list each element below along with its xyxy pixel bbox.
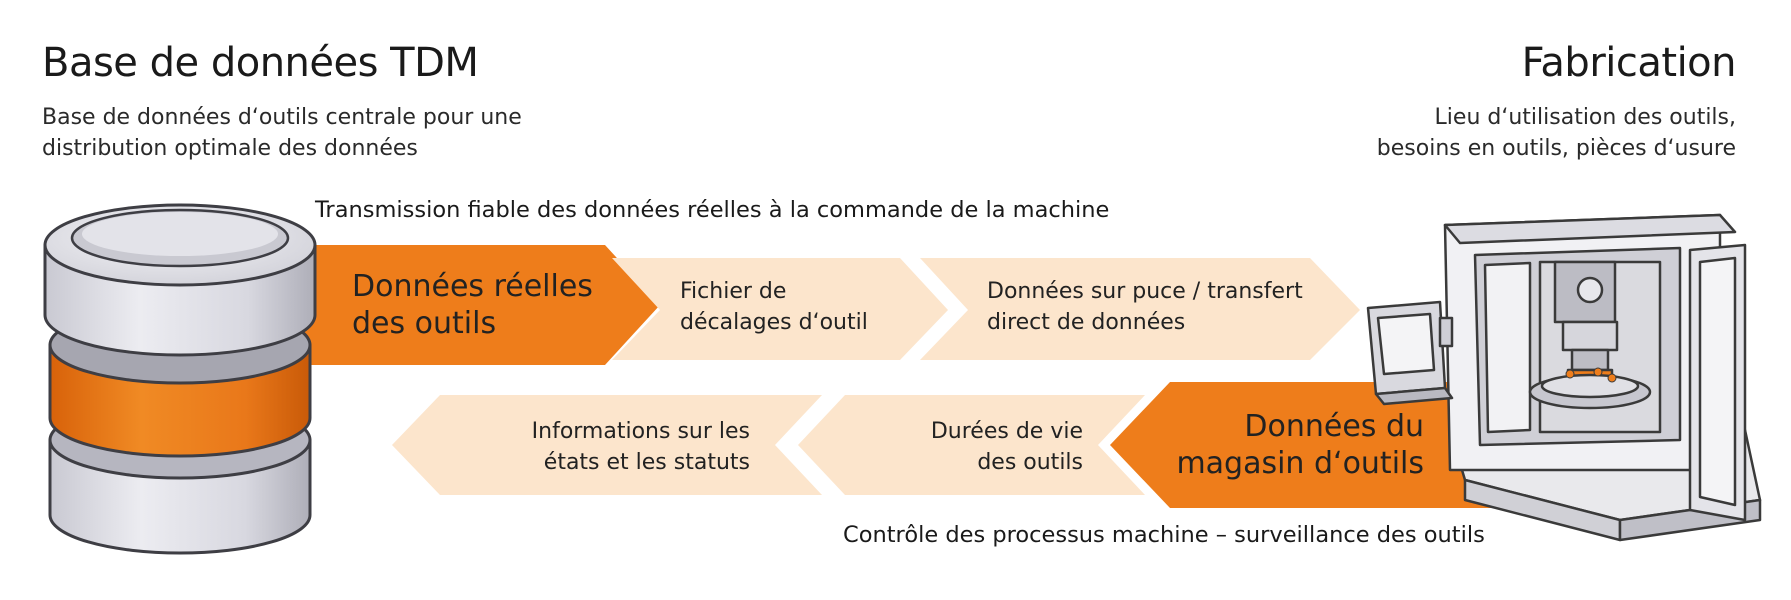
arrow-label-line: des outils [352, 306, 497, 341]
database-title: Base de données TDM [42, 40, 479, 86]
arrow-tool-life [798, 395, 1145, 495]
arrow-chip-data [920, 258, 1360, 360]
arrow-label-line: des outils [977, 450, 1083, 475]
database-subtitle-line2: distribution optimale des données [42, 136, 418, 161]
fabrication-title: Fabrication [1521, 40, 1737, 86]
arrow-label-offset-file: Fichier de décalages d‘outil [680, 276, 868, 338]
bottom-flow-caption: Contrôle des processus machine – surveil… [843, 522, 1485, 548]
arrow-magazine-data [1110, 382, 1530, 508]
arrow-label-line: Données sur puce / transfert [987, 279, 1303, 304]
fabrication-subtitle-line1: Lieu d‘utilisation des outils, [1434, 105, 1736, 130]
arrow-offset-file [612, 258, 948, 360]
arrow-label-line: direct de données [987, 310, 1186, 335]
database-icon [43, 203, 317, 555]
arrow-label-line: décalages d‘outil [680, 310, 868, 335]
arrow-label-chip-data: Données sur puce / transfert direct de d… [987, 276, 1303, 338]
fabrication-subtitle-line2: besoins en outils, pièces d‘usure [1376, 136, 1736, 161]
arrow-label-line: Durées de vie [930, 419, 1083, 444]
arrow-label-line: magasin d‘outils [1176, 446, 1424, 481]
arrow-label-line: états et les statuts [543, 450, 750, 475]
arrow-label-status-info: Informations sur les états et les statut… [532, 416, 750, 478]
arrow-label-line: Données réelles [352, 269, 593, 304]
arrow-label-line: Fichier de [680, 279, 787, 304]
machine-tool-icon [1366, 213, 1762, 542]
arrow-label-magazine-data: Données du magasin d‘outils [1176, 408, 1424, 482]
arrow-label-tool-life: Durées de vie des outils [931, 416, 1083, 478]
arrow-tool-real-data [300, 245, 660, 365]
arrow-label-line: Informations sur les [531, 419, 750, 444]
database-subtitle-line1: Base de données d‘outils centrale pour u… [42, 105, 522, 130]
arrow-label-line: Données du [1244, 409, 1424, 444]
top-flow-caption: Transmission fiable des données réelles … [315, 197, 1110, 223]
arrow-label-tool-real-data: Données réelles des outils [352, 268, 593, 342]
arrow-status-info [392, 395, 822, 495]
